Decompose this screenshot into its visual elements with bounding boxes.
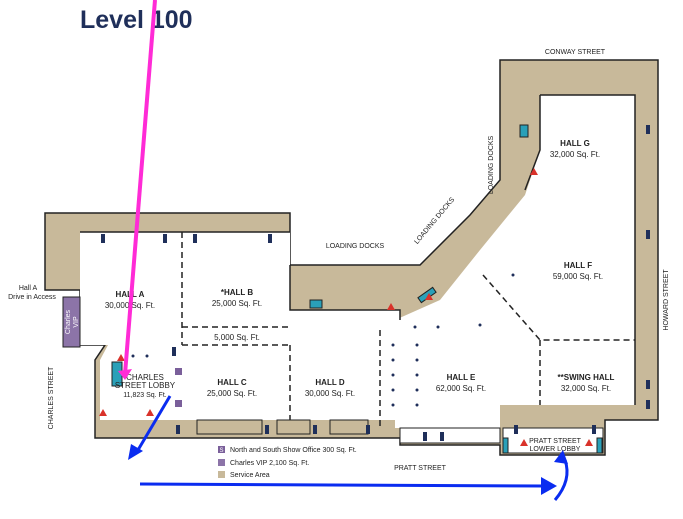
legend-item: Service Area [230,472,270,479]
conway-street-label: CONWAY STREET [545,49,606,56]
loading-docks-label: LOADING DOCKS [326,243,385,250]
pointer-arrow [118,0,157,380]
halls-efg-floor [395,95,635,428]
show-office-icons [175,368,182,407]
charles-vip-area [62,296,81,348]
hall-d-label: HALL D [315,378,344,387]
hall-d-floor [290,310,400,420]
escalator-icon [596,437,603,454]
hall-g-label: HALL G [560,139,590,148]
hall-a-access-label: Hall A [19,285,38,292]
howard-street-label: HOWARD STREET [663,269,670,331]
hall-b-label: *HALL B [221,288,254,297]
charles-vip-label: VIP [73,316,80,328]
legend-item: Charles VIP 2,100 Sq. Ft. [230,460,309,467]
pratt-street-label: PRATT STREET [394,465,447,472]
service-strip [196,419,263,435]
pratt-walk [399,427,501,444]
escalator-icon [502,437,509,454]
halls-abc-floor [80,232,290,420]
columns [131,273,515,407]
pratt-lobby-floor [502,427,604,454]
hall-c-area: 25,000 Sq. Ft. [207,389,257,398]
charles-lobby-label: CHARLES [126,373,164,382]
hall-g-area: 32,000 Sq. Ft. [550,150,600,159]
hall-c-label: HALL C [217,378,246,387]
restroom-icons [101,125,650,441]
legend: S North and South Show Office 300 Sq. Ft… [218,446,357,479]
hall-f-label: HALL F [564,261,592,270]
swing-hall-label: **SWING HALL [558,373,615,382]
hall-a-access-label: Drive in Access [8,294,56,301]
pratt-lobby-label: PRATT STREET [529,438,582,445]
charles-vip-label: Charles [65,309,72,334]
charles-lobby-area: 11,823 Sq. Ft. [123,392,167,399]
page-title: Level 100 [80,6,193,34]
hall-e-area: 62,000 Sq. Ft. [436,384,486,393]
service-strip [276,419,311,435]
hall-d-area: 30,000 Sq. Ft. [305,389,355,398]
pratt-lobby-label: LOWER LOBBY [530,446,581,453]
legend-item: North and South Show Office 300 Sq. Ft. [230,447,357,454]
security-icons [99,168,593,446]
hall-b-extra-area: 5,000 Sq. Ft. [214,333,260,342]
hall-dividers [181,232,635,430]
service-strip [329,419,369,435]
escalator-icon [519,124,529,138]
route-arrows [128,395,569,501]
hall-b-area: 25,000 Sq. Ft. [212,299,262,308]
hall-f-area: 59,000 Sq. Ft. [553,272,603,281]
legend-symbol: S [219,448,223,454]
swing-hall-area: 32,000 Sq. Ft. [561,384,611,393]
hall-e-label: HALL E [447,373,476,382]
charles-lobby-label: STREET LOBBY [115,381,176,390]
escalator-icon [309,299,323,309]
charles-street-label: CHARLES STREET [48,366,55,429]
loading-docks-label: LOADING DOCKS [488,136,495,195]
